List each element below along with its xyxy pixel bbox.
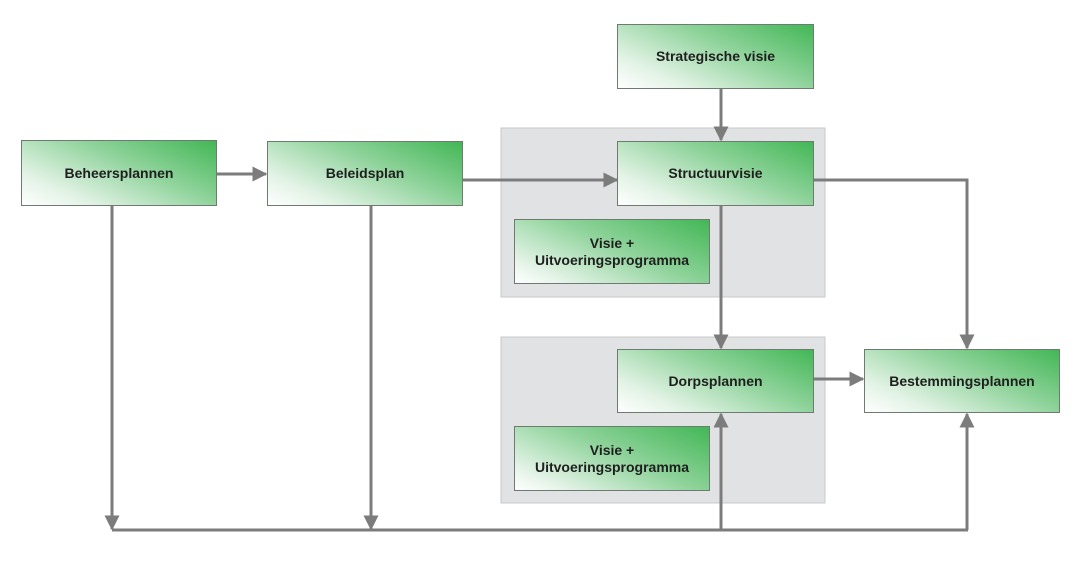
node-dorpsplannen: Dorpsplannen (617, 349, 814, 413)
node-label: Structuurvisie (668, 165, 763, 181)
node-label-line2: Uitvoeringsprogramma (534, 251, 690, 268)
node-label: Beheersplannen (64, 164, 174, 181)
node-beleidsplan: Beleidsplan (267, 141, 463, 206)
arrow-structuurvisie-to-bestemmingsplannen (814, 178, 975, 350)
node-label: Beleidsplan (325, 165, 405, 181)
node-label-line1: Visie + (589, 234, 635, 251)
node-bestemmingsplannen: Bestemmingsplannen (864, 349, 1060, 413)
node-label: Bestemmingsplannen (889, 372, 1035, 389)
node-structuurvisie: Structuurvisie (617, 141, 814, 206)
node-visie-uitvoeringsprogramma-2: Visie + Uitvoeringsprogramma (514, 426, 710, 491)
node-visie-uitvoeringsprogramma-1: Visie + Uitvoeringsprogramma (514, 219, 710, 284)
node-beheersplannen: Beheersplannen (21, 140, 217, 206)
node-label: Strategische visie (655, 48, 776, 64)
node-label-line2: Uitvoeringsprogramma (534, 458, 690, 475)
node-label: Dorpsplannen (668, 372, 763, 389)
node-label-line1: Visie + (589, 441, 635, 458)
node-strategische-visie: Strategische visie (617, 24, 814, 89)
